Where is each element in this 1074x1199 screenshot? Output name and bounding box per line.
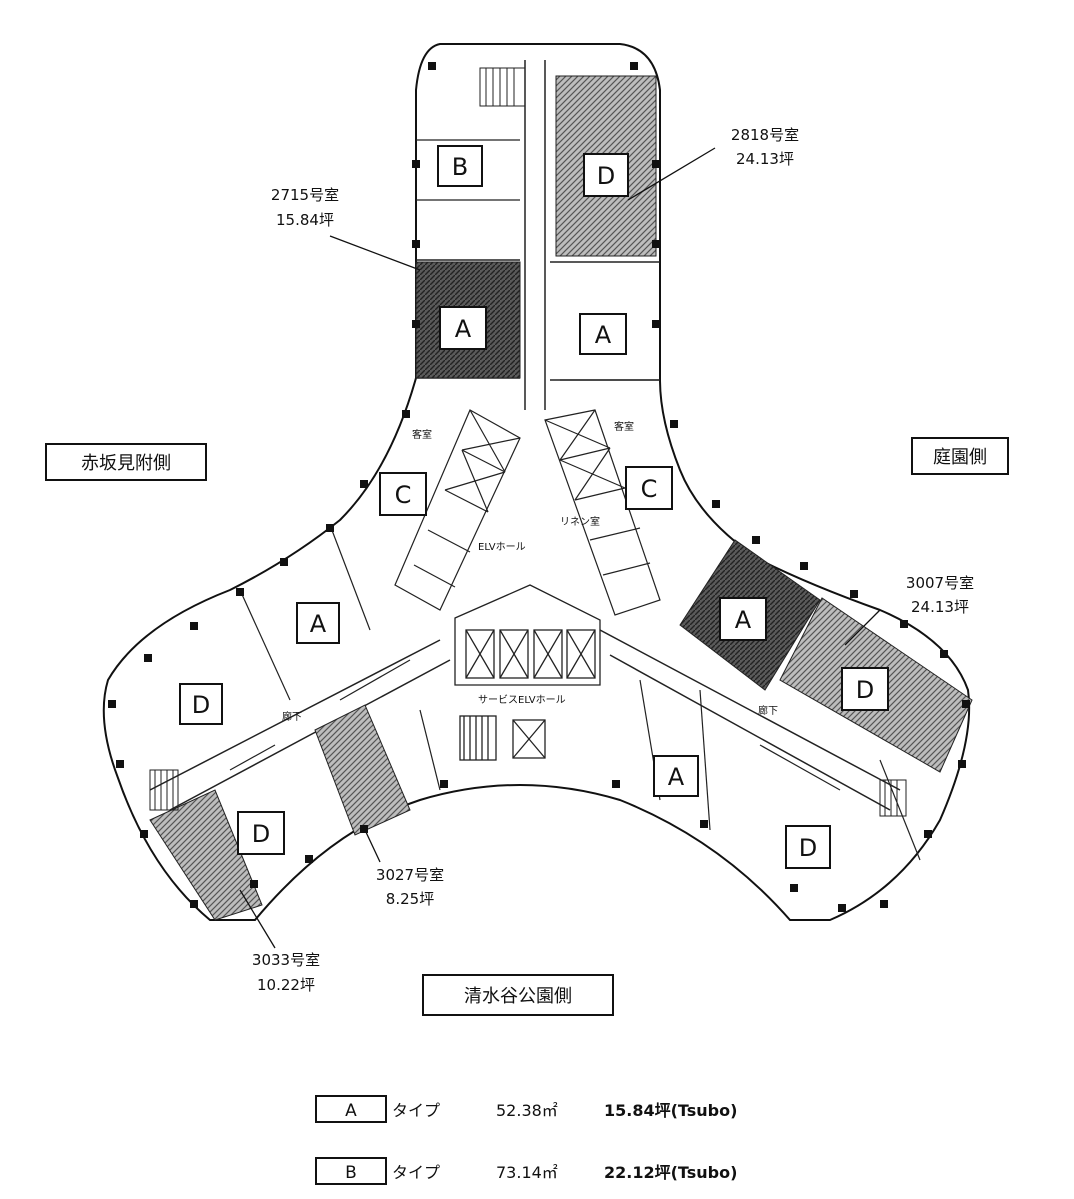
type-a-label: A	[455, 315, 472, 343]
guest-room-label: 客室	[614, 420, 634, 433]
type-boxes	[179, 145, 889, 869]
room-3027[interactable]	[314, 704, 411, 836]
corridor-label-left: 廊下	[282, 710, 302, 723]
service-elevators	[454, 584, 601, 761]
type-d-label: D	[856, 676, 874, 704]
legend-a-type: タイプ	[392, 1101, 440, 1120]
callout-2818-room: 2818号室	[731, 126, 799, 144]
legend-b-tsubo: 22.12坪(Tsubo)	[604, 1163, 737, 1182]
side-shimizudani: 清水谷公園側	[464, 986, 572, 1007]
legend-b-area: 73.14㎡	[496, 1163, 558, 1182]
service-elv-hall-label: サービスELVホール	[478, 694, 566, 706]
stair-left	[149, 769, 179, 811]
callout-3007-room: 3007号室	[906, 574, 974, 592]
stair-top	[479, 67, 526, 107]
room-3033[interactable]	[149, 789, 263, 921]
callout-3033-room: 3033号室	[252, 951, 320, 969]
callout-3033-size: 10.22坪	[257, 976, 315, 994]
legend-b-letter: B	[345, 1163, 357, 1183]
callout-2715-size: 15.84坪	[276, 211, 334, 229]
stair-right	[879, 779, 907, 817]
type-d-label: D	[597, 162, 615, 190]
legend-b-type: タイプ	[392, 1163, 440, 1182]
side-labels: 赤坂見附側 庭園側 清水谷公園側	[45, 437, 1009, 1016]
room-callouts: 2818号室 24.13坪 2715号室 15.84坪 3007号室 24.13…	[252, 126, 974, 994]
linen-label: リネン室	[560, 515, 600, 528]
type-d-label: D	[252, 820, 270, 848]
type-a-label: A	[668, 763, 685, 791]
type-c-label: C	[395, 481, 412, 509]
type-b-label: B	[452, 153, 468, 181]
callout-2818-size: 24.13坪	[736, 150, 794, 168]
type-a-label: A	[310, 610, 327, 638]
guest-room-label: 客室	[412, 428, 432, 441]
elevator-bank-left	[394, 409, 521, 611]
type-c-label: C	[641, 475, 658, 503]
legend-row-b: B タイプ 73.14㎡ 22.12坪(Tsubo)	[315, 1157, 737, 1185]
type-a-label: A	[735, 606, 752, 634]
callout-2715-room: 2715号室	[271, 186, 339, 204]
corridors	[149, 60, 901, 811]
legend-row-a: A タイプ 52.38㎡ 15.84坪(Tsubo)	[315, 1095, 737, 1123]
type-d-label: D	[799, 834, 817, 862]
type-a-label: A	[595, 321, 612, 349]
corridor-label-right: 廊下	[758, 704, 778, 717]
columns	[108, 62, 970, 912]
leader-lines	[239, 147, 881, 949]
side-akasaka: 赤坂見附側	[81, 453, 171, 474]
building-outline	[102, 43, 971, 921]
callout-3027-room: 3027号室	[376, 866, 444, 884]
type-letters: B D A A C C A A D D A D D	[192, 153, 874, 862]
legend-a-area: 52.38㎡	[496, 1101, 558, 1120]
type-d-label: D	[192, 691, 210, 719]
side-teien: 庭園側	[933, 447, 987, 468]
callout-3007-size: 24.13坪	[911, 598, 969, 616]
plan-labels: ELVホール サービスELVホール 廊下 廊下 リネン室 客室 客室	[282, 420, 778, 723]
elv-hall-label: ELVホール	[478, 541, 526, 553]
legend-a-tsubo: 15.84坪(Tsubo)	[604, 1101, 737, 1120]
callout-3027-size: 8.25坪	[386, 890, 434, 908]
legend: A タイプ 52.38㎡ 15.84坪(Tsubo) B タイプ 73.14㎡ …	[315, 1095, 737, 1185]
room-2715[interactable]	[415, 261, 521, 379]
legend-a-letter: A	[345, 1101, 357, 1121]
elevator-bank-right	[544, 409, 661, 616]
